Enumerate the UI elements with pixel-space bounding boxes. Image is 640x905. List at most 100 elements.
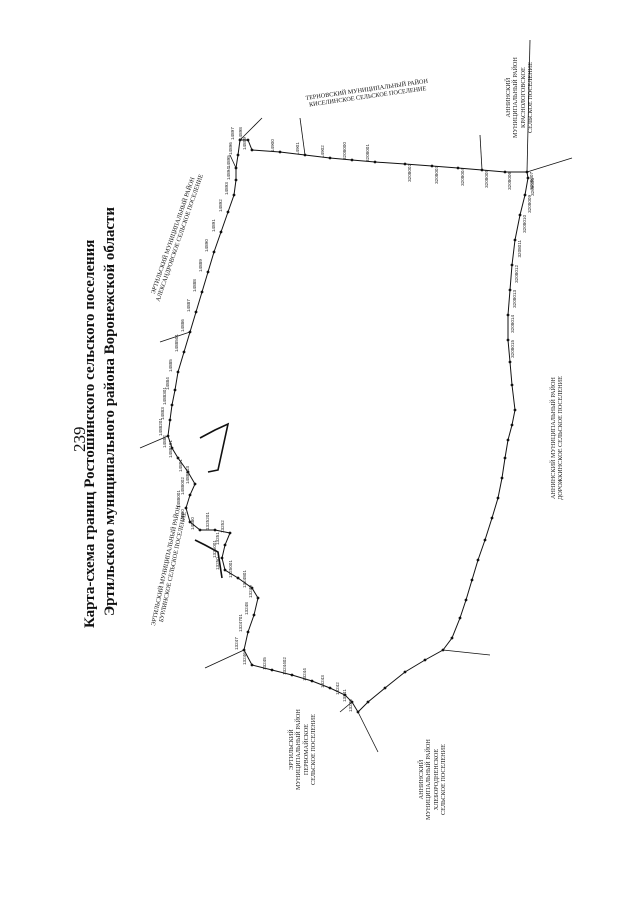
boundary-point (206, 270, 210, 274)
adjacent-boundary-tick (357, 711, 379, 753)
boundary-point-label: 3208001 (365, 144, 370, 162)
boundary-point (506, 338, 510, 342)
boundary-point-label: 14881 (178, 459, 183, 472)
boundary-point (173, 388, 177, 392)
boundary-point (176, 456, 180, 460)
boundary-point (506, 438, 510, 442)
boundary-point (200, 290, 204, 294)
boundary-point (423, 658, 427, 662)
boundary-point-label: 1324402 (282, 657, 287, 675)
boundary-point (490, 516, 494, 520)
boundary-point (252, 613, 256, 617)
boundary-point-label: 1488003 (185, 466, 190, 484)
adjacent-boundary-tick (479, 134, 483, 171)
boundary-point (510, 383, 514, 387)
boundary-point-label: 14898 (238, 127, 243, 140)
adjacent-boundary-tick (299, 117, 306, 156)
boundary-point (483, 538, 487, 542)
boundary-point (166, 434, 170, 438)
boundary-point (246, 138, 250, 142)
boundary-point-label: 1488301 (162, 387, 167, 405)
boundary-point (503, 456, 507, 460)
boundary-point-label: 3208002 (407, 164, 412, 182)
boundary-point (513, 238, 517, 242)
boundary-point (476, 558, 480, 562)
boundary-point-label: 3208000 (342, 142, 347, 160)
boundary-point (430, 164, 434, 168)
boundary-point-label: 14895 (226, 155, 231, 168)
boundary-point-label: 14894 (226, 167, 231, 180)
boundary-point-label: 14880 (190, 517, 195, 530)
boundary-point-label: 13248 (244, 602, 249, 615)
boundary-point-label: 3208014 (510, 315, 515, 333)
boundary-point-label: 1325001 (212, 540, 217, 558)
boundary-point (366, 700, 370, 704)
boundary-point (508, 360, 512, 364)
adjacent-boundary-tick (339, 701, 353, 713)
adjacent-boundary-tick (139, 435, 169, 449)
boundary-point (170, 403, 174, 407)
boundary-point (270, 668, 274, 672)
boundary-point-label: 14900 (270, 139, 275, 152)
region-label-anninsky-krasnologovskoe: АННИНСКИЙ МУНИЦИПАЛЬНЫЙ РАЙОН КРАСНОЛОГО… (505, 57, 535, 138)
boundary-point (356, 710, 360, 714)
boundary-point (198, 528, 202, 532)
boundary-point (310, 679, 314, 683)
boundary-point (496, 496, 500, 500)
boundary-point (193, 482, 197, 486)
boundary-point-label: 14888 (192, 279, 197, 292)
boundary-point (223, 568, 227, 572)
boundary-point (343, 693, 347, 697)
boundary-point (328, 156, 332, 160)
boundary-point-label: 13252 (220, 520, 225, 533)
boundary-point-label: 14887 (186, 299, 191, 312)
adjacent-boundary-tick (526, 39, 531, 173)
boundary-point (500, 476, 504, 480)
boundary-point-label: 3208006 (507, 172, 512, 190)
boundary-point-label: 13247 (234, 637, 239, 650)
boundary-point (256, 596, 260, 600)
boundary-point (236, 153, 240, 157)
adjacent-boundary-lines (139, 39, 573, 753)
map-title-line-2: Эртильского муниципального района Вороне… (102, 206, 118, 616)
adjacent-boundary-tick (159, 331, 191, 343)
boundary-point-label: 14890 (204, 239, 209, 252)
boundary-point (525, 170, 529, 174)
boundary-point (456, 166, 460, 170)
boundary-point-label: 13244 (302, 668, 307, 681)
boundary-point (510, 423, 514, 427)
boundary-point (508, 288, 512, 292)
boundary-point-label: 14899 (242, 137, 247, 150)
boundary-point (234, 166, 238, 170)
boundary-point-label: 14884 (165, 377, 170, 390)
map-title-line-1: Карта-схема границ Ростошинского сельско… (82, 239, 98, 628)
boundary-point (219, 230, 223, 234)
boundary-point-label: 1488201 (158, 418, 163, 436)
boundary-point-label: 1325201 (205, 512, 210, 530)
boundary-point-label: 13245 (262, 657, 267, 670)
region-label-anninsky-khleborodnenskoe: АННИНСКИЙ МУНИЦИПАЛЬНЫЙ РАЙОН ХЛЕБОРОДНЕ… (418, 739, 448, 820)
boundary-point (250, 148, 254, 152)
boundary-point (246, 630, 250, 634)
boundary-point (250, 586, 254, 590)
boundary-point (441, 648, 445, 652)
boundary-point-label: 3208013 (512, 290, 517, 308)
boundary-point (480, 168, 484, 172)
boundary-point (464, 598, 468, 602)
boundary-point-label: 14886 (180, 319, 185, 332)
boundary-point-label: 3208015 (510, 340, 515, 358)
boundary-point (526, 176, 530, 180)
boundary-point (236, 576, 240, 580)
adjacent-boundary-tick (239, 117, 263, 141)
boundary-point (278, 150, 282, 154)
boundary-point (506, 313, 510, 317)
boundary-point-label: 3208009 (527, 195, 532, 213)
boundary-point (212, 250, 216, 254)
boundary-point-label: 14880 (180, 509, 185, 522)
boundary-point-label: 14882 (162, 435, 167, 448)
boundary-point-label: 1488501 (174, 334, 179, 352)
boundary-point-label: 14897 (230, 127, 235, 140)
boundary-point-label: 3208012 (514, 265, 519, 283)
boundary-point-label: 13249 (248, 585, 253, 598)
boundary-point (228, 531, 232, 535)
